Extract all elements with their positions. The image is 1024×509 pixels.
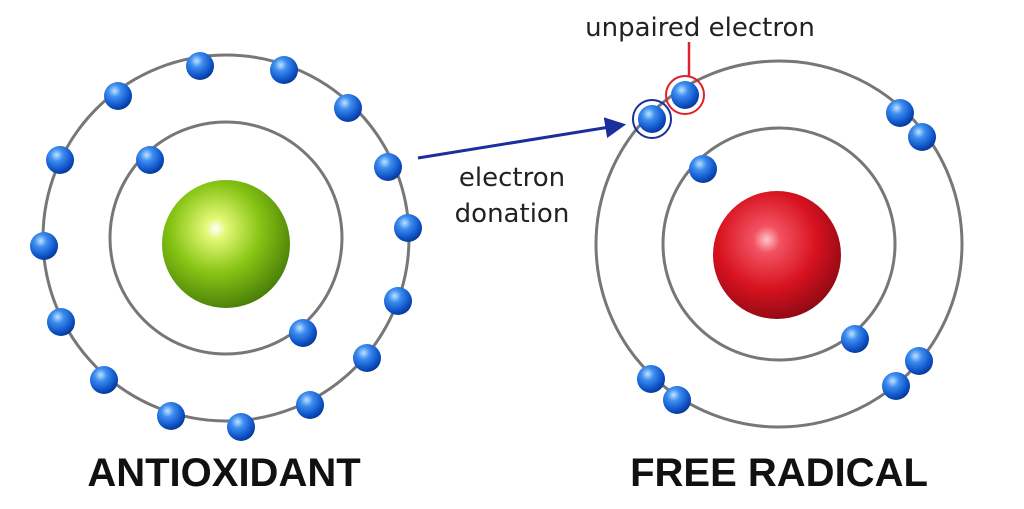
electron [671,81,699,109]
electron [227,413,255,441]
electron [289,319,317,347]
electron [270,56,298,84]
free-radical-nucleus [713,191,841,319]
antioxidant-inner-orbit [108,120,344,356]
free-radical-outer-orbit [594,59,964,429]
electron [394,214,422,242]
unpaired-electron-label: unpaired electron [585,13,815,43]
free-radical-inner-electrons [689,155,869,353]
antioxidant-outer-electrons [30,52,422,441]
electron [296,391,324,419]
unpaired-electron-ring [665,75,705,115]
electron [638,105,666,133]
electron [637,365,665,393]
donated-electron-ring [632,99,672,139]
antioxidant-nucleus [162,180,290,308]
electron [882,372,910,400]
electron [136,146,164,174]
electron [905,347,933,375]
electron [384,287,412,315]
electron [46,146,74,174]
electron [104,82,132,110]
antioxidant-title: ANTIOXIDANT [87,451,360,495]
electron [841,325,869,353]
electron [186,52,214,80]
electron [908,123,936,151]
free-radical-atom [594,59,964,429]
donation-label-line2: donation [455,199,570,229]
electron [90,366,118,394]
free-radical-title: FREE RADICAL [630,451,928,495]
antioxidant-inner-electrons [136,146,317,347]
electron [886,99,914,127]
electron [30,232,58,260]
electron [47,308,75,336]
electron [157,402,185,430]
electron [689,155,717,183]
electron [353,344,381,372]
unpaired-electron [665,75,705,115]
donation-label-line1: electron [459,163,565,193]
free-radical-outer-electrons [637,99,936,414]
donation-arrow [417,117,627,160]
antioxidant-atom [30,52,422,441]
electron [334,94,362,122]
electron [374,153,402,181]
electron [663,386,691,414]
donated-electron [632,99,672,139]
free-radical-inner-orbit [661,126,897,362]
